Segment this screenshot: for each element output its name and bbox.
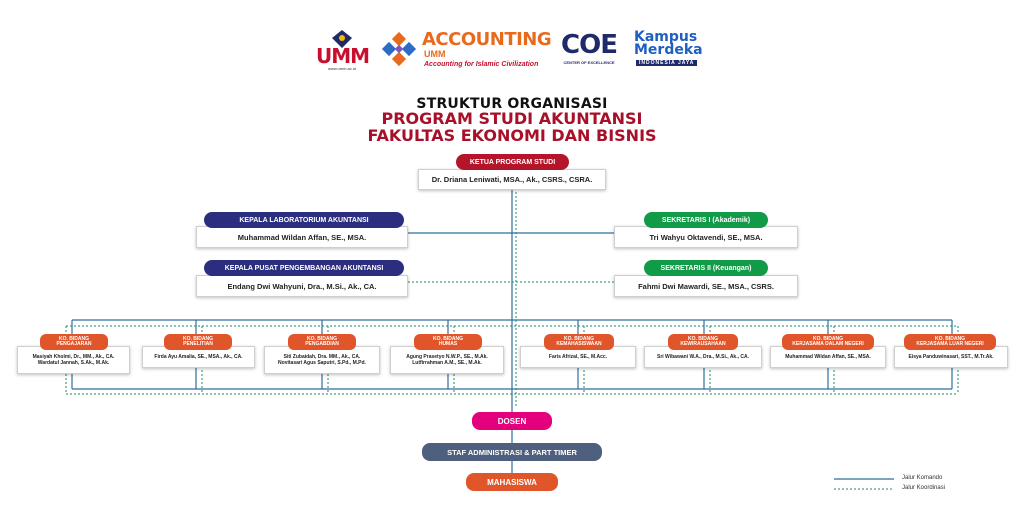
umm-logo-url: www.umm.ac.id — [327, 66, 356, 71]
accounting-diamond-icon — [381, 32, 417, 67]
coe-logo-sub: CENTER OF EXCELLENCE — [563, 60, 615, 65]
staf-label: STAF ADMINISTRASI & PART TIMER — [422, 443, 602, 461]
bidang-name-line1: Faris Afrizal, SE., M.Acc. — [548, 354, 608, 360]
bidang-label-line2: HUMAS — [438, 341, 458, 347]
bidang-label-line1: KO. BIDANG — [307, 335, 337, 342]
lab-name: Muhammad Wildan Affan, SE., MSA. — [196, 226, 408, 248]
bidang-name-line1: Agung Prasetyo N.W.P., SE., M.Ak. — [406, 354, 488, 360]
pusat-label: KEPALA PUSAT PENGEMBANGAN AKUNTANSI — [204, 260, 404, 276]
lab-label: KEPALA LABORATORIUM AKUNTANSI — [204, 212, 404, 228]
bidang-name-line2: Novitasari Agus Saputri, S.Pd., M.Pd. — [278, 360, 366, 366]
accounting-logo-umm: UMM — [424, 49, 446, 59]
bidang-kemahasiswaan-label: KO. BIDANG KEMAHASISWAAN — [544, 334, 614, 350]
bidang-label-line1: KO. BIDANG — [564, 335, 594, 342]
kampus-merdeka-logo: Kampus Merdeka INDONESIA JAYA — [634, 30, 714, 74]
bidang-name-line1: Firda Ayu Amalia, SE., MSA., Ak., CA. — [154, 354, 243, 360]
bidang-penelitian-label: KO. BIDANG PENELITIAN — [164, 334, 232, 350]
bidang-name-line2: Wardatul Jannah, S.Ak., M.Ak. — [37, 360, 110, 366]
sekretaris1-name: Tri Wahyu Oktavendi, SE., MSA. — [614, 226, 798, 248]
sekretaris2-name: Fahmi Dwi Mawardi, SE., MSA., CSRS. — [614, 275, 798, 297]
coe-logo-text: COE — [561, 30, 618, 60]
bidang-name-line2: Lutfirrahman A.M., SE., M.Ak. — [412, 360, 482, 366]
bidang-label-line2: KERJASAMA LUAR NEGERI — [916, 341, 984, 347]
sekretaris2-label: SEKRETARIS II (Keuangan) — [644, 260, 768, 276]
bidang-label-line2: KEWIRAUSAHAAN — [680, 341, 726, 347]
kampus-merdeka-tag: INDONESIA JAYA — [636, 60, 698, 66]
umm-emblem-icon — [332, 30, 352, 48]
ketua-label: KETUA PROGRAM STUDI — [456, 154, 569, 170]
legend-koordinasi: Jalur Koordinasi — [902, 485, 946, 491]
bidang-label-line2: PENGAJARAN — [56, 341, 92, 347]
accounting-logo-tagline: Accounting for Islamic Civilization — [424, 61, 539, 68]
accounting-logo-title: ACCOUNTING — [422, 29, 552, 50]
kampus-merdeka-line2: Merdeka — [634, 42, 703, 58]
bidang-label-line1: KO. BIDANG — [59, 335, 89, 342]
umm-logo: UMM www.umm.ac.id — [316, 30, 370, 78]
bidang-label-line2: PENGABDIAN — [305, 341, 339, 347]
bidang-label-line2: KERJASAMA DALAM NEGERI — [792, 341, 864, 347]
bidang-pengabdian-name: Siti Zubaidah, Dra. MM., Ak., CA. Novita… — [264, 346, 380, 374]
bidang-pengabdian-label: KO. BIDANG PENGABDIAN — [288, 334, 356, 350]
bidang-name-line1: Eisya Panduwinasari, SST., M.Tr.Ak. — [908, 354, 994, 360]
bidang-label-line2: PENELITIAN — [183, 341, 213, 347]
bidang-pengajaran-label: KO. BIDANG PENGAJARAN — [40, 334, 108, 350]
bidang-humas-label: KO. BIDANG HUMAS — [414, 334, 482, 350]
ketua-name: Dr. Driana Leniwati, MSA., Ak., CSRS., C… — [418, 169, 606, 190]
bidang-name-line1: Masiyah Kholmi, Dr., MM., Ak., CA. — [32, 354, 115, 360]
bidang-name-line1: Sri Wibawani W.A., Dra., M.Si., Ak., CA. — [656, 354, 749, 360]
bidang-kerjasama-dalam-negeri-label: KO. BIDANG KERJASAMA DALAM NEGERI — [782, 334, 874, 350]
title-line1: STRUKTUR ORGANISASI — [416, 96, 608, 112]
legend-komando: Jalur Komando — [902, 475, 943, 481]
dosen-label: DOSEN — [472, 412, 552, 430]
bidang-pengajaran-name: Masiyah Kholmi, Dr., MM., Ak., CA. Warda… — [17, 346, 130, 374]
bidang-label-line1: KO. BIDANG — [688, 335, 718, 342]
bidang-label-line1: KO. BIDANG — [183, 335, 213, 342]
bidang-label-line1: KO. BIDANG — [813, 335, 843, 342]
sekretaris1-label: SEKRETARIS I (Akademik) — [644, 212, 768, 228]
bidang-humas-name: Agung Prasetyo N.W.P., SE., M.Ak. Lutfir… — [390, 346, 504, 374]
bidang-label-line1: KO. BIDANG — [935, 335, 965, 342]
umm-logo-text: UMM — [316, 44, 370, 68]
kampus-merdeka-line1: Kampus — [634, 29, 698, 45]
title-line3: FAKULTAS EKONOMI DAN BISNIS — [367, 126, 657, 145]
pusat-name: Endang Dwi Wahyuni, Dra., M.Si., Ak., CA… — [196, 275, 408, 297]
bidang-kerjasama-luar-negeri-label: KO. BIDANG KERJASAMA LUAR NEGERI — [904, 334, 996, 350]
title-line2: PROGRAM STUDI AKUNTANSI — [381, 109, 643, 128]
bidang-kewirausahaan-label: KO. BIDANG KEWIRAUSAHAAN — [668, 334, 738, 350]
accounting-logo: ACCOUNTING UMM Accounting for Islamic Ci… — [380, 29, 552, 74]
coe-logo: COE CENTER OF EXCELLENCE — [558, 30, 620, 74]
mahasiswa-label: MAHASISWA — [466, 473, 558, 491]
bidang-label-line1: KO. BIDANG — [433, 335, 463, 342]
bidang-name-line1: Siti Zubaidah, Dra. MM., Ak., CA. — [283, 354, 361, 360]
bidang-name-line1: Muhammad Wildan Affan, SE., MSA. — [785, 354, 871, 360]
bidang-label-line2: KEMAHASISWAAN — [556, 341, 602, 347]
